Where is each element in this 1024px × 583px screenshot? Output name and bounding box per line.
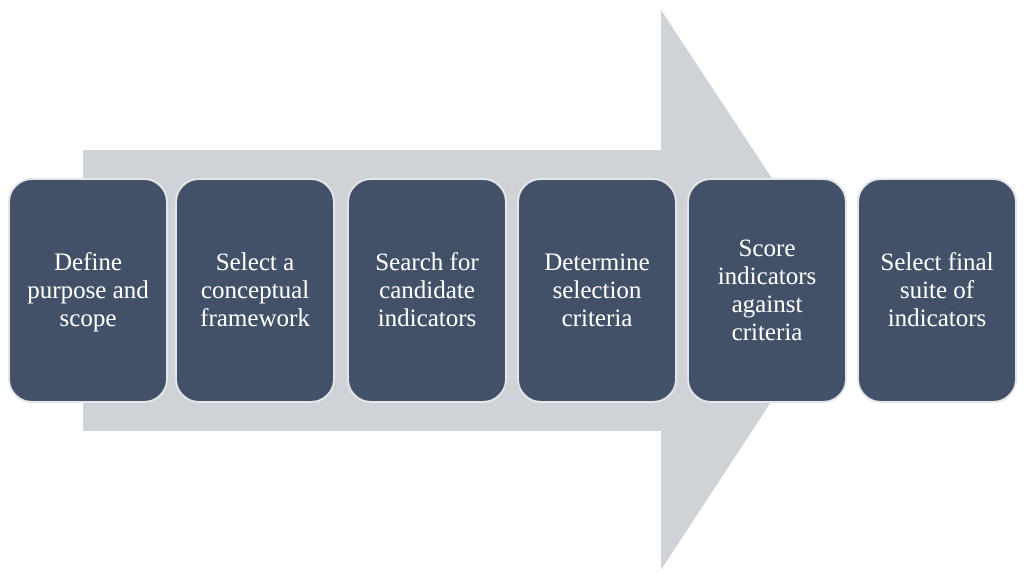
step-select-final-suite: Select final suite of indicators <box>857 178 1017 403</box>
step-label: Define purpose and scope <box>27 248 149 332</box>
step-label: Determine selection criteria <box>544 248 650 332</box>
step-label: Score indicators against criteria <box>717 234 817 346</box>
step-search-candidates: Search for candidate indicators <box>347 178 507 403</box>
step-select-framework: Select a conceptual framework <box>175 178 335 403</box>
step-score-indicators: Score indicators against criteria <box>687 178 847 403</box>
step-define-purpose: Define purpose and scope <box>8 178 168 403</box>
step-label: Search for candidate indicators <box>375 248 479 332</box>
step-label: Select final suite of indicators <box>880 248 994 332</box>
step-label: Select a conceptual framework <box>200 248 310 332</box>
step-determine-criteria: Determine selection criteria <box>517 178 677 403</box>
